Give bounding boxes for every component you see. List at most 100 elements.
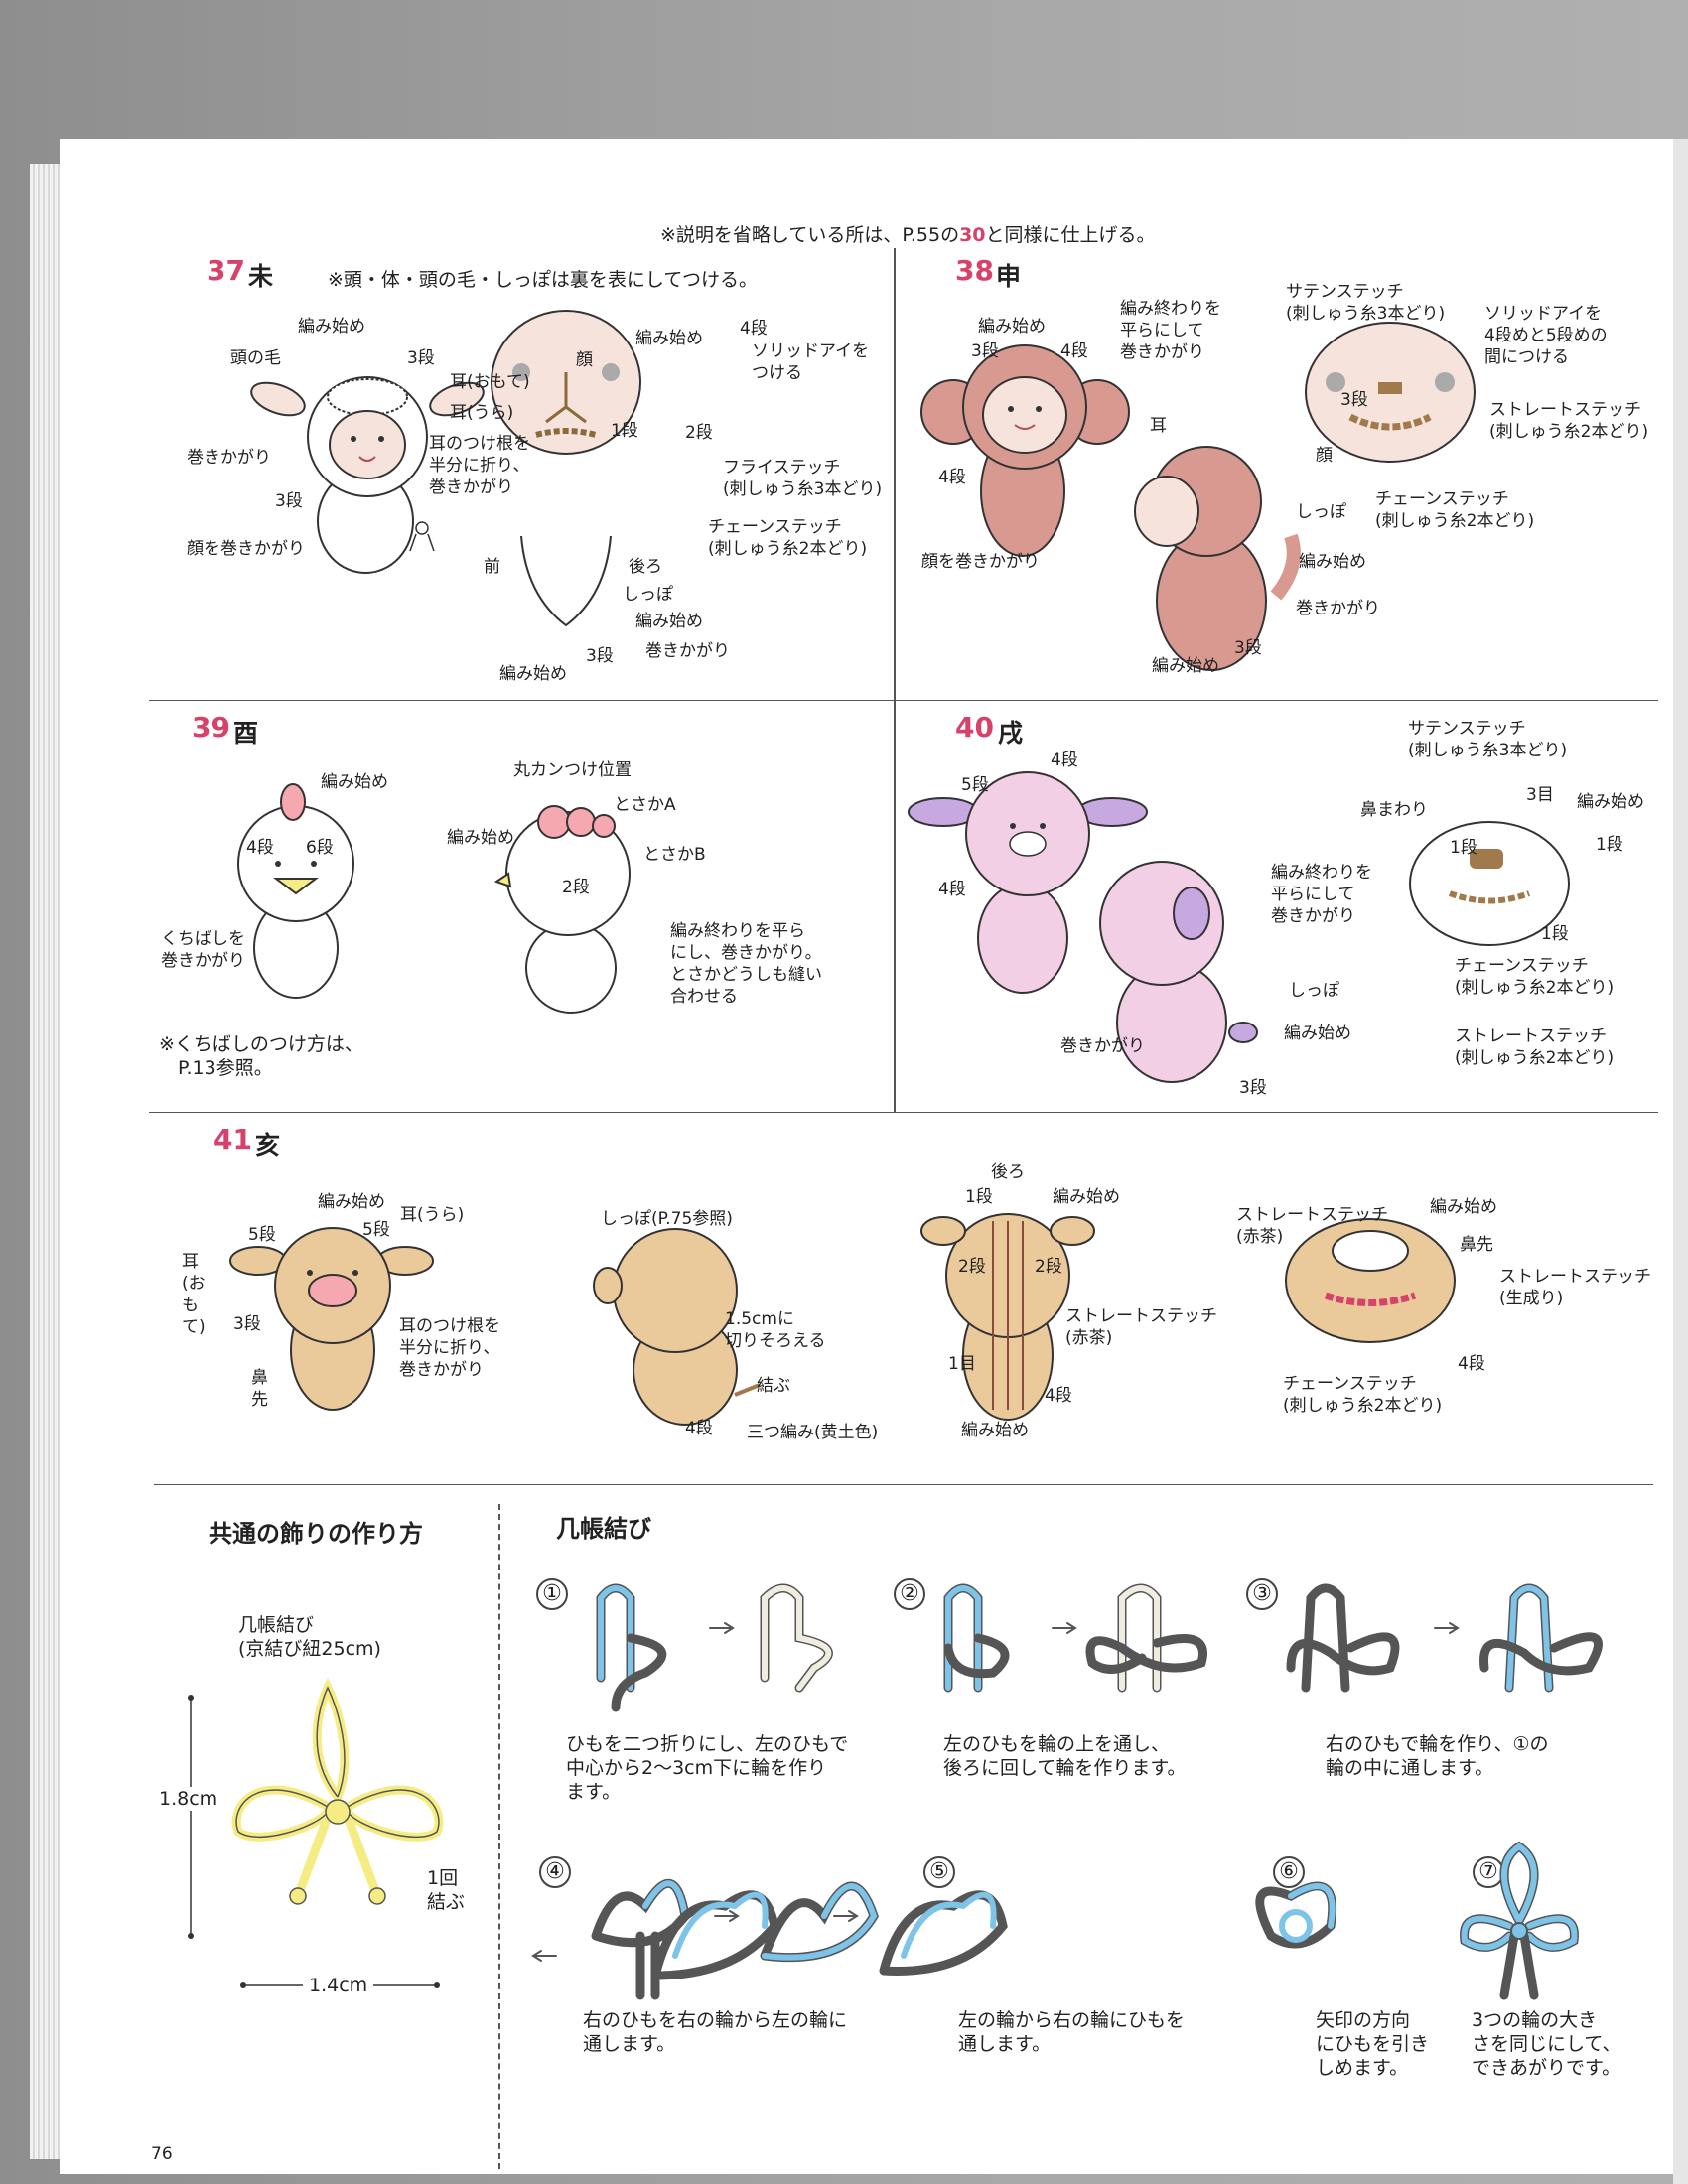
monkey-mouth [1014, 424, 1036, 430]
boar-illustrations [229, 1213, 1456, 1426]
label-37-amihajime1: 編み始め [298, 317, 365, 337]
step-3-number: ③ [1246, 1578, 1278, 1610]
monkey-tail [1270, 533, 1301, 601]
sheep-back [520, 535, 612, 627]
label-41-straight-red: ストレートステッチ (赤茶) [1065, 1306, 1217, 1348]
section-39-name: 酉 [233, 719, 259, 748]
label-40-dan5: 5段 [961, 775, 989, 795]
label-37-mae: 前 [484, 557, 500, 577]
label-41-me1: 1目 [948, 1354, 976, 1374]
dog-tail [1228, 1022, 1258, 1043]
section-39-number: 39 [192, 711, 230, 744]
knot-center [325, 1799, 351, 1825]
kicho-steps-illustrations [531, 1583, 1603, 2000]
divider-vertical [894, 248, 896, 1112]
boar-detail-snout [1332, 1230, 1409, 1272]
section-37-note: ※頭・体・頭の毛・しっぽは裏を表にしてつける。 [328, 269, 758, 291]
knot-end-right [368, 1887, 386, 1905]
label-37-dan4: 4段 [740, 319, 768, 339]
monkey-detail-eye-left [1326, 372, 1345, 392]
step-4-number: ④ [539, 1856, 571, 1888]
label-41-dan4c: 4段 [1458, 1354, 1485, 1374]
label-41-dan1: 1段 [965, 1187, 993, 1207]
step-6-number: ⑥ [1273, 1856, 1305, 1888]
label-37-dan2: 2段 [685, 423, 713, 443]
monkey-detail-eye-right [1435, 372, 1455, 392]
label-41-dan5a: 5段 [248, 1225, 276, 1245]
label-41-dan3: 3段 [233, 1314, 261, 1334]
label-41-mimi-ura: 耳(うら) [400, 1205, 465, 1225]
sheep-mouth [358, 456, 376, 462]
label-38-dan3: 3段 [971, 341, 999, 361]
label-41-amihajime: 編み始め [318, 1192, 385, 1212]
label-38-dan4: 4段 [1060, 341, 1088, 361]
label-38-solid: ソリッドアイを 4段めと5段めの 間につける [1484, 304, 1608, 367]
step-6-text: 矢印の方向 にひもを引き しめます。 [1316, 2009, 1430, 2079]
label-41-chain: チェーンステッチ (刺しゅう糸2本どり) [1283, 1374, 1443, 1416]
label-37-makikagari: 巻きかがり [187, 448, 271, 468]
label-40-amiowari: 編み終わりを 平らにして 巻きかがり [1271, 863, 1372, 926]
boar-back-ear-right [1050, 1216, 1095, 1246]
label-39-amihajime2: 編み始め [447, 828, 514, 848]
sheep-face [329, 410, 406, 479]
label-37-mimi-ura: 耳(うら) [450, 403, 514, 423]
step-6-drawing [1255, 1881, 1337, 1949]
label-41-mimi-tsuke: 耳のつけ根を 半分に折り、 巻きかがり [399, 1316, 500, 1380]
monkey-illustrations [920, 322, 1476, 671]
dog-side-ear [1173, 887, 1210, 940]
label-38-chain: チェーンステッチ (刺しゅう糸2本どり) [1375, 489, 1535, 531]
label-39-kuchibashi: くちばしを 巻きかがり [161, 929, 245, 971]
page-number: 76 [151, 2144, 173, 2164]
label-41-straight-kinari: ストレートステッチ (生成り) [1499, 1267, 1651, 1308]
label-38-amihajime2: 編み始め [1299, 552, 1366, 572]
kicho-title: 几帳結び [556, 1515, 651, 1543]
dog-chain-stitch [1448, 890, 1531, 904]
common-knot-label: 几帳結び (京結び紐25cm) [238, 1614, 381, 1660]
tosaka-a2 [566, 807, 596, 837]
step-3-text: 右のひもで輪を作り、①の 輪の中に通します。 [1326, 1733, 1549, 1779]
label-38-amiowari: 編み終わりを 平らにして 巻きかがり [1120, 299, 1221, 362]
section-38-number: 38 [955, 254, 994, 287]
label-40-dan3: 3段 [1239, 1078, 1267, 1098]
label-41-dan4b: 4段 [1045, 1386, 1072, 1406]
boar-eye-left [307, 1270, 313, 1276]
label-39-dan4: 4段 [246, 838, 274, 858]
monkey-eye-right [1036, 406, 1042, 412]
step-4-text: 右のひもを右の輪から左の輪に 通します。 [583, 2009, 848, 2055]
boar-tail [734, 1383, 761, 1397]
rooster-head [237, 805, 354, 922]
label-39-marukan: 丸カンつけ位置 [513, 760, 632, 780]
label-39-amiowari: 編み終わりを平ら にし、巻きかがり。 とさかどうしも縫い 合わせる [670, 921, 822, 1007]
label-39-dan2: 2段 [562, 878, 590, 897]
label-41-amihajime4: 編み始め [1430, 1197, 1497, 1217]
rooster-comb [280, 783, 306, 821]
label-38-dan4b: 4段 [938, 468, 966, 487]
rooster-illustrations [237, 783, 631, 1014]
label-37-fly: フライステッチ (刺しゅう糸3本どり) [723, 458, 883, 499]
section-37-name: 未 [248, 262, 274, 291]
sheep-detail-eye-right [602, 363, 620, 381]
page-edge-stack [30, 164, 64, 2159]
sheep-ear-left [250, 381, 306, 417]
label-40-makikagari: 巻きかがり [1060, 1036, 1145, 1056]
common-section-title: 共通の飾りの作り方 [209, 1520, 423, 1548]
label-38-kao: 顔 [1316, 446, 1333, 466]
rooster-side-beak [493, 872, 512, 888]
label-40-dan1b: 1段 [1596, 835, 1623, 855]
top-note-prefix: ※説明を省略している所は、P.55の [660, 224, 960, 246]
label-39-dan6: 6段 [306, 838, 334, 858]
top-note-highlight: 30 [959, 224, 986, 246]
label-38-makikagari: 巻きかがり [1296, 599, 1380, 618]
label-41-ushiro: 後ろ [991, 1162, 1025, 1182]
monkey-side-face [1134, 476, 1199, 547]
page-right-edge [1673, 139, 1688, 2184]
label-37-ushiro: 後ろ [629, 557, 662, 577]
rooster-eye-left [275, 861, 281, 867]
sheep-hair [327, 378, 408, 416]
section-40-name: 戌 [998, 719, 1024, 748]
divider-row3 [154, 1484, 1653, 1485]
dog-eye-left [1010, 823, 1016, 829]
rooster-side-head [505, 811, 631, 936]
step-7-text: 3つの輪の大き さを同じにして、 できあがりです。 [1472, 2009, 1621, 2079]
common-knot-illustration [188, 1677, 444, 1988]
